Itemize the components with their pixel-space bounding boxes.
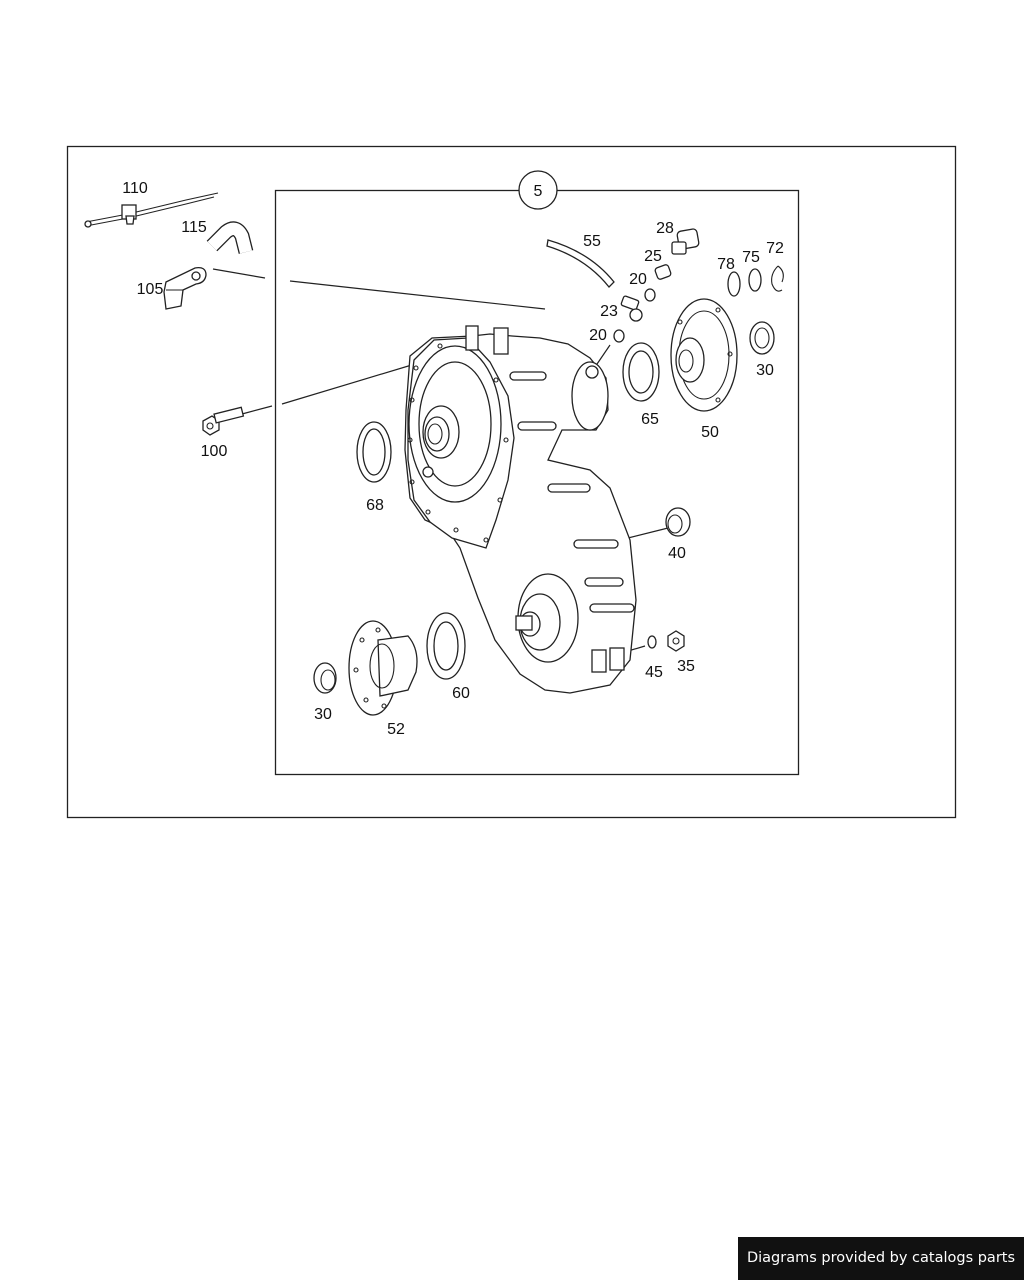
sensor-part[interactable] bbox=[620, 295, 643, 322]
callout-40[interactable]: 40 bbox=[668, 545, 686, 562]
spacer-ring-part[interactable] bbox=[727, 271, 741, 297]
callout-20[interactable]: 20 bbox=[589, 327, 607, 344]
callout-23[interactable]: 23 bbox=[600, 303, 618, 320]
callout-78[interactable]: 78 bbox=[717, 256, 735, 273]
callout-68[interactable]: 68 bbox=[366, 497, 384, 514]
seal-ring-part[interactable] bbox=[356, 421, 392, 483]
hose-strip-part[interactable] bbox=[546, 239, 615, 288]
front-output-flange-part[interactable] bbox=[348, 620, 418, 716]
leader-line bbox=[594, 344, 611, 368]
rear-output-flange-part[interactable] bbox=[670, 298, 738, 412]
leader-line bbox=[241, 405, 273, 415]
leader-line bbox=[289, 280, 546, 310]
bolt-part[interactable] bbox=[202, 406, 245, 436]
harness-clip-part[interactable] bbox=[84, 192, 219, 228]
outer-frame bbox=[66, 145, 957, 819]
callout-25[interactable]: 25 bbox=[644, 248, 662, 265]
hose-elbow-part[interactable] bbox=[206, 221, 254, 254]
callout-110[interactable]: 110 bbox=[122, 180, 148, 197]
front-shaft-seal-part[interactable] bbox=[426, 612, 466, 680]
callout-105[interactable]: 105 bbox=[137, 281, 164, 298]
callout-50[interactable]: 50 bbox=[701, 424, 719, 441]
o-ring-part[interactable] bbox=[644, 288, 656, 302]
group-number: 5 bbox=[534, 183, 543, 200]
callout-60[interactable]: 60 bbox=[452, 685, 470, 702]
credit-banner: Diagrams provided by catalogs parts bbox=[738, 1237, 1024, 1280]
collar-nut-part[interactable] bbox=[313, 662, 337, 694]
callout-30[interactable]: 30 bbox=[314, 706, 332, 723]
bracket-part[interactable] bbox=[163, 267, 207, 310]
transfer-case-housing[interactable] bbox=[404, 325, 637, 694]
breather-cap-part[interactable] bbox=[671, 228, 700, 255]
callout-55[interactable]: 55 bbox=[583, 233, 601, 250]
callout-115[interactable]: 115 bbox=[181, 219, 207, 236]
callout-45[interactable]: 45 bbox=[645, 664, 663, 681]
leader-line bbox=[212, 268, 266, 279]
collar-nut-part[interactable] bbox=[749, 321, 775, 355]
washer-ring-part[interactable] bbox=[748, 268, 762, 292]
leader-line bbox=[281, 363, 416, 405]
callout-30[interactable]: 30 bbox=[756, 362, 774, 379]
o-ring-part[interactable] bbox=[613, 329, 625, 343]
callout-100[interactable]: 100 bbox=[201, 443, 228, 460]
sealing-washer-part[interactable] bbox=[647, 635, 657, 649]
plug-part[interactable] bbox=[665, 507, 691, 537]
callout-65[interactable]: 65 bbox=[641, 411, 659, 428]
callout-28[interactable]: 28 bbox=[656, 220, 674, 237]
drain-plug-part[interactable] bbox=[667, 630, 685, 652]
callout-20[interactable]: 20 bbox=[629, 271, 647, 288]
callout-72[interactable]: 72 bbox=[766, 240, 784, 257]
callout-35[interactable]: 35 bbox=[677, 658, 695, 675]
circlip-part[interactable] bbox=[771, 265, 784, 292]
fitting-part[interactable] bbox=[654, 264, 672, 280]
callout-52[interactable]: 52 bbox=[387, 721, 405, 738]
group-number-circle[interactable] bbox=[518, 170, 558, 210]
callout-75[interactable]: 75 bbox=[742, 249, 760, 266]
shaft-seal-part[interactable] bbox=[622, 342, 660, 402]
